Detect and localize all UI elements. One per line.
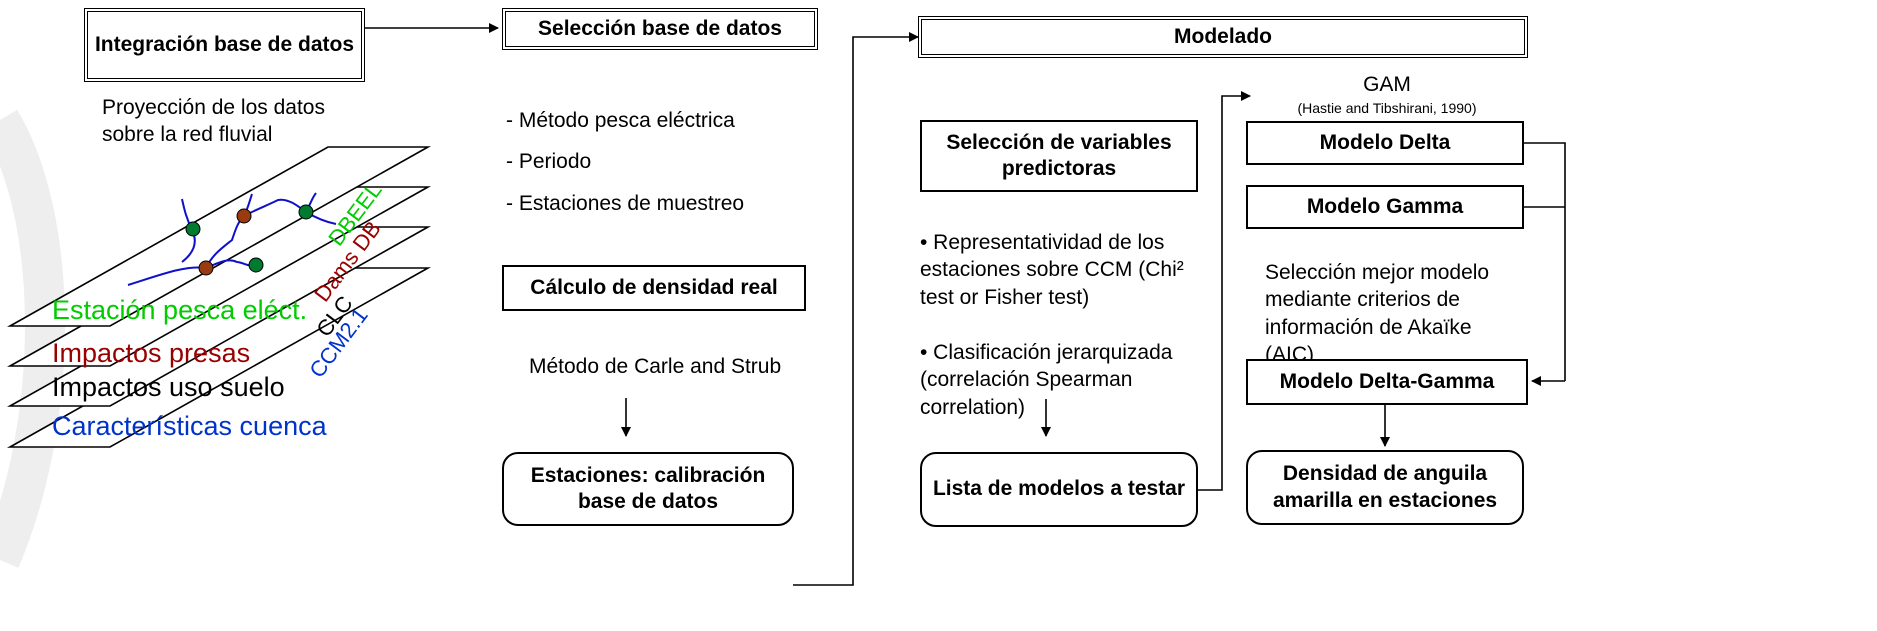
calibracion-label: Estaciones: calibración base de datos <box>530 463 766 513</box>
result-label: Densidad de anguila amarilla en estacion… <box>1272 462 1498 512</box>
background-swirl <box>0 109 65 568</box>
modelado-label: Modelado <box>1174 24 1272 48</box>
station-marker <box>298 204 314 220</box>
seleccion-box: Selección base de datos <box>502 8 818 50</box>
densidad-label: Cálculo de densidad real <box>530 275 778 299</box>
variables-label: Selección de variables predictoras <box>946 130 1172 180</box>
seleccion-label: Selección base de datos <box>538 16 782 40</box>
note-line: test or Fisher test) <box>920 285 1090 309</box>
layer-label-suelo: Impactos uso suelo <box>52 372 285 402</box>
arrow-models-to-gam <box>1198 91 1251 491</box>
station-marker <box>248 257 264 273</box>
bullet-item: - Método pesca eléctrica <box>506 109 735 132</box>
projection-note: Proyección de los datos sobre la red flu… <box>102 94 325 149</box>
layer-label-cuenca: Características cuenca <box>52 411 327 441</box>
note-line: Selección mejor modelo <box>1265 261 1490 284</box>
bullet-item: - Estaciones de muestreo <box>506 191 745 215</box>
modelos-label: Lista de modelos a testar <box>932 477 1186 501</box>
station-marker <box>185 221 201 237</box>
bullet-item: - Periodo <box>506 150 592 174</box>
variables-box: Selección de variables predictoras <box>920 120 1198 192</box>
delta-label: Modelo Delta <box>1319 130 1451 154</box>
aic-note: Selección mejor modelo mediante criterio… <box>1265 259 1489 368</box>
integracion-label: Integración base de datos <box>94 32 355 56</box>
note-line: correlation) <box>920 395 1026 419</box>
dam-marker <box>198 260 214 276</box>
projection-line: Proyección de los datos <box>102 96 325 119</box>
note-line: • Representatividad de los <box>920 231 1165 254</box>
delta-gamma-label: Modelo Delta-Gamma <box>1279 369 1495 393</box>
layer-label-presas: Impactos presas <box>52 338 251 368</box>
method-note: Método de Carle and Strub <box>529 355 782 378</box>
layer-plane-estacion <box>6 146 432 327</box>
modelos-box: Lista de modelos a testar <box>920 452 1198 527</box>
gamma-label: Modelo Gamma <box>1306 194 1464 218</box>
modelado-box: Modelado <box>918 16 1528 58</box>
seleccion-bullets: - Método pesca eléctrica - Periodo - Est… <box>506 107 744 217</box>
note-line: (correlación Spearman <box>920 368 1133 392</box>
result-box: Densidad de anguila amarilla en estacion… <box>1246 450 1524 525</box>
clasificacion-note: • Clasificación jerarquizada (correlació… <box>920 339 1172 421</box>
projection-line: sobre la red fluvial <box>102 123 273 147</box>
representatividad-note: • Representatividad de los estaciones so… <box>920 229 1184 311</box>
delta-box: Modelo Delta <box>1246 121 1524 165</box>
note-line: información de Akaïke <box>1265 315 1472 339</box>
integracion-box: Integración base de datos <box>84 8 365 82</box>
gam-citation: (Hastie and Tibshirani, 1990) <box>1297 100 1477 116</box>
dam-marker <box>236 208 252 224</box>
note-line: • Clasificación jerarquizada <box>920 341 1173 364</box>
gam-label: GAM <box>1363 73 1411 96</box>
calibracion-box: Estaciones: calibración base de datos <box>502 452 794 526</box>
note-line: estaciones sobre CCM (Chi² <box>920 258 1184 282</box>
arrow-delta-gamma-merge <box>1524 142 1566 386</box>
arrow-calibracion-to-modelado <box>793 32 919 586</box>
densidad-box: Cálculo de densidad real <box>502 265 806 311</box>
delta-gamma-box: Modelo Delta-Gamma <box>1246 359 1528 405</box>
layer-label-estacion: Estación pesca eléct. <box>52 295 308 325</box>
note-line: mediante criterios de <box>1265 288 1460 312</box>
gamma-box: Modelo Gamma <box>1246 185 1524 229</box>
